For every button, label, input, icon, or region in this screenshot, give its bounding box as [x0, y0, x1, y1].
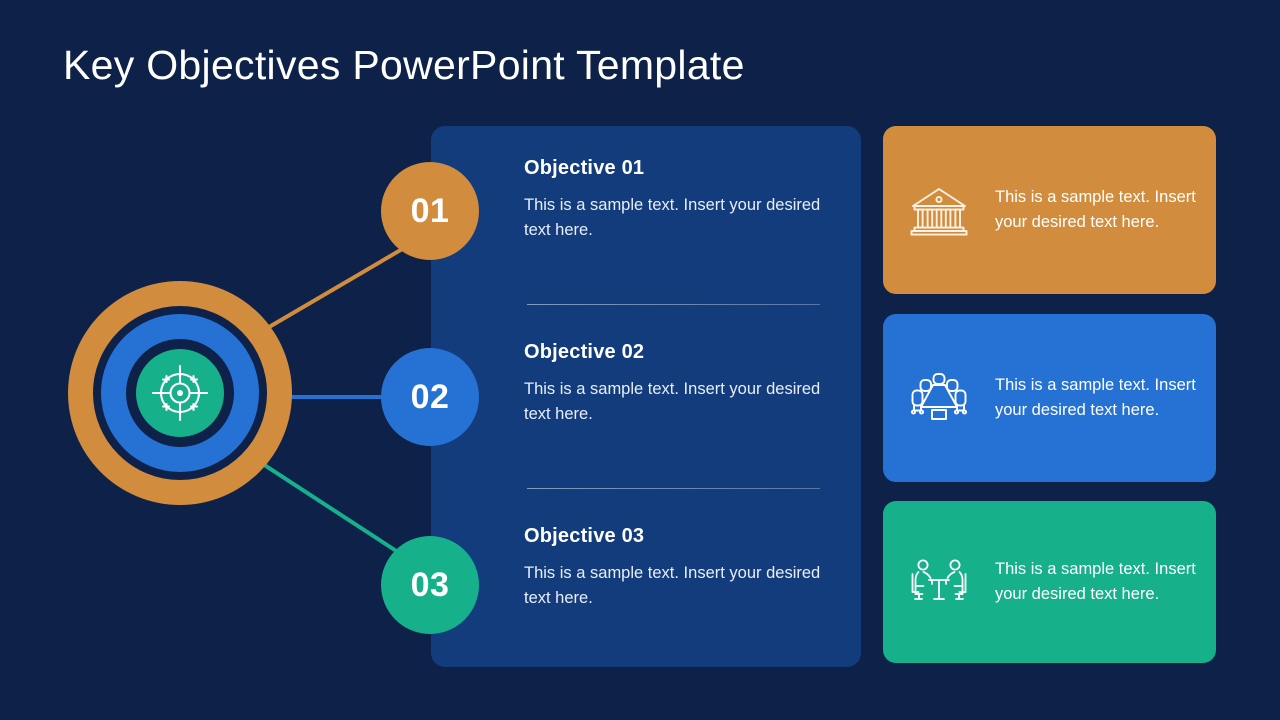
bullseye-target: [68, 281, 292, 505]
objective-title: Objective 02: [524, 341, 645, 363]
info-card-3[interactable]: This is a sample text. Insert your desir…: [883, 501, 1216, 663]
objective-number-badge-02[interactable]: 02: [381, 348, 479, 446]
objective-number-badge-03[interactable]: 03: [381, 536, 479, 634]
info-card-1[interactable]: This is a sample text. Insert your desir…: [883, 126, 1216, 294]
meeting-two-people-icon: [883, 554, 995, 610]
objective-divider-1: [527, 304, 820, 305]
info-card-text: This is a sample text. Insert your desir…: [995, 376, 1196, 419]
objective-description: This is a sample text. Insert your desir…: [524, 380, 821, 423]
page-title: Key Objectives PowerPoint Template: [63, 42, 745, 88]
bank-building-icon: [883, 179, 995, 241]
objective-title: Objective 01: [524, 157, 645, 179]
objective-title: Objective 03: [524, 525, 645, 547]
objective-divider-2: [527, 488, 820, 489]
objective-item-01[interactable]: Objective 01 This is a sample text. Inse…: [524, 157, 834, 243]
objectives-panel: Objective 01 This is a sample text. Inse…: [431, 126, 861, 667]
objective-item-02[interactable]: Objective 02 This is a sample text. Inse…: [524, 341, 834, 427]
objective-item-03[interactable]: Objective 03 This is a sample text. Inse…: [524, 525, 834, 611]
objective-description: This is a sample text. Insert your desir…: [524, 564, 821, 607]
info-card-text: This is a sample text. Insert your desir…: [995, 188, 1196, 231]
info-card-2[interactable]: This is a sample text. Insert your desir…: [883, 314, 1216, 482]
conference-table-icon: [883, 367, 995, 429]
crosshair-target-icon: [151, 364, 209, 422]
info-card-text: This is a sample text. Insert your desir…: [995, 560, 1196, 603]
objective-description: This is a sample text. Insert your desir…: [524, 196, 821, 239]
objective-number-badge-01[interactable]: 01: [381, 162, 479, 260]
